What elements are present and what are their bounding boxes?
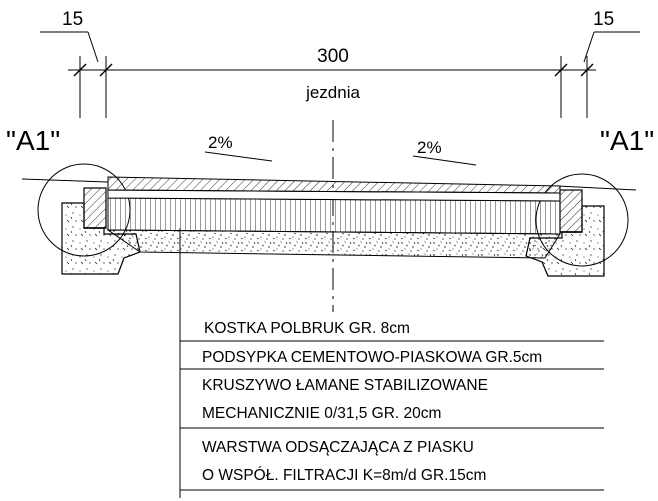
layer-label-3: KRUSZYWO ŁAMANE STABILIZOWANE xyxy=(202,377,488,394)
detail-marker-left: "A1" xyxy=(6,125,60,156)
slope-left-text: 2% xyxy=(208,133,233,152)
road-structure xyxy=(61,176,605,277)
terrain-line-left xyxy=(21,178,109,183)
dimension-right-offset: 15 xyxy=(550,9,640,118)
layer-label-6: O WSPÓŁ. FILTRACJI K=8m/d GR.15cm xyxy=(202,467,486,484)
dim-left-offset-text: 15 xyxy=(62,9,83,30)
terrain-line-right xyxy=(557,185,637,191)
dim-width-text: 300 xyxy=(317,46,349,67)
sand-drainage-layer xyxy=(106,229,561,259)
layer-label-4: MECHANICZNIE 0/31,5 GR. 20cm xyxy=(202,405,441,422)
dimension-carriageway-width: 300 jezdnia xyxy=(106,46,561,102)
layer-label-1: KOSTKA POLBRUK GR. 8cm xyxy=(204,320,410,337)
right-curb xyxy=(559,189,583,233)
layer-list: KOSTKA POLBRUK GR. 8cm PODSYPKA CEMENTOW… xyxy=(180,320,604,491)
dim-right-offset-text: 15 xyxy=(593,9,614,30)
slope-indicator-right: 2% xyxy=(412,138,477,166)
aggregate-layer xyxy=(107,197,561,235)
layer-label-5: WARSTWA ODSĄCZAJĄCA Z PIASKU xyxy=(202,439,474,456)
paving-layer xyxy=(107,176,561,194)
detail-marker-right: "A1" xyxy=(600,125,654,156)
slope-right-text: 2% xyxy=(417,138,442,157)
layer-label-2: PODSYPKA CEMENTOWO-PIASKOWA GR.5cm xyxy=(202,349,542,366)
dimension-left-offset: 15 xyxy=(40,9,113,118)
left-curb xyxy=(83,187,107,229)
dim-width-label: jezdnia xyxy=(305,83,360,102)
slope-indicator-left: 2% xyxy=(204,133,273,162)
